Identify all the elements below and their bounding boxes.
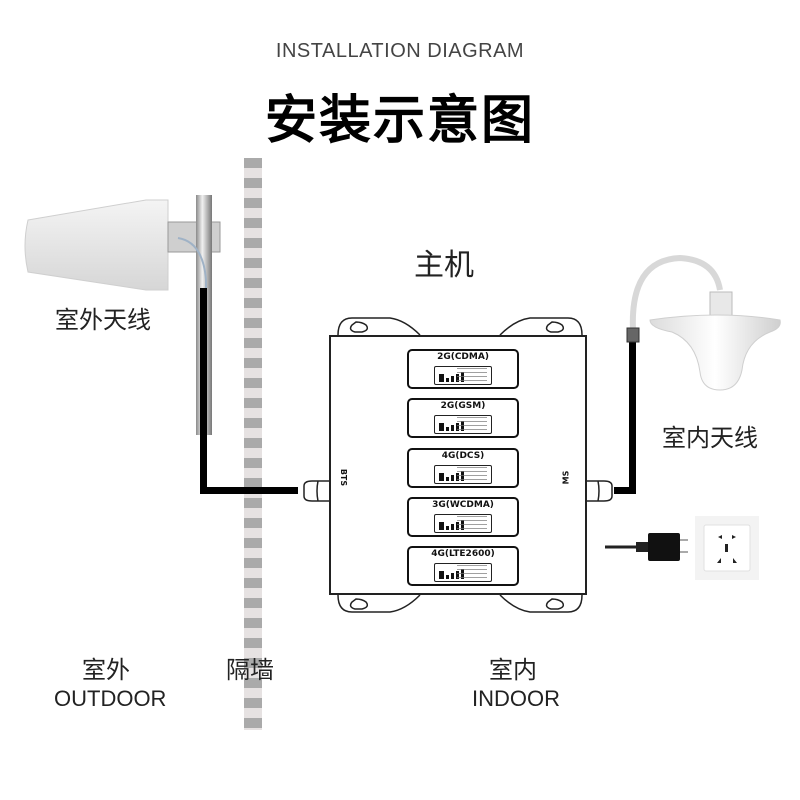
indoor-antenna-icon bbox=[626, 254, 781, 391]
port-label-ms: MS bbox=[561, 470, 571, 485]
wall-label: 隔墙 bbox=[226, 656, 274, 684]
indoor-antenna-label: 室内天线 bbox=[662, 424, 758, 452]
repeater-host: 2G(CDMA) 2G(GSM) 4G(DCS) 3G(WCDMA) 4G(LT… bbox=[329, 335, 587, 595]
diagram-subtitle: INSTALLATION DIAGRAM bbox=[275, 40, 525, 62]
band-module: 2G(GSM) bbox=[407, 398, 519, 438]
band-lcd bbox=[434, 563, 492, 582]
indoor-cable bbox=[614, 487, 636, 494]
band-lcd bbox=[434, 514, 492, 533]
band-lcd bbox=[434, 465, 492, 484]
band-name: 2G(CDMA) bbox=[437, 352, 489, 362]
band-module: 4G(LTE2600) bbox=[407, 546, 519, 586]
diagram-title: 安装示意图 bbox=[264, 91, 535, 151]
band-lcd bbox=[434, 366, 492, 385]
band-name: 4G(DCS) bbox=[441, 451, 485, 461]
host-label: 主机 bbox=[414, 248, 474, 283]
band-module: 4G(DCS) bbox=[407, 448, 519, 488]
indoor-label-cn: 室内 bbox=[489, 656, 537, 684]
band-name: 4G(LTE2600) bbox=[431, 549, 495, 559]
band-module: 3G(WCDMA) bbox=[407, 497, 519, 537]
band-lcd bbox=[434, 415, 492, 434]
band-name: 3G(WCDMA) bbox=[432, 500, 494, 510]
indoor-label-en: INDOOR bbox=[472, 686, 560, 711]
wall-socket-icon bbox=[695, 516, 759, 580]
bts-connector-icon bbox=[303, 480, 329, 502]
outdoor-cable bbox=[200, 487, 298, 494]
outdoor-cable bbox=[200, 288, 207, 493]
power-adapter-icon bbox=[605, 533, 688, 561]
repeater-mounting-brackets bbox=[337, 317, 583, 613]
band-module: 2G(CDMA) bbox=[407, 349, 519, 389]
wall bbox=[244, 158, 262, 730]
band-name: 2G(GSM) bbox=[440, 401, 486, 411]
outdoor-label-cn: 室外 bbox=[82, 656, 130, 684]
port-label-bts: BTS bbox=[339, 468, 349, 487]
ms-connector-icon bbox=[587, 480, 613, 502]
indoor-cable bbox=[629, 335, 636, 493]
outdoor-antenna-icon bbox=[24, 195, 221, 435]
outdoor-antenna-label: 室外天线 bbox=[55, 306, 151, 334]
outdoor-label-en: OUTDOOR bbox=[54, 686, 167, 711]
